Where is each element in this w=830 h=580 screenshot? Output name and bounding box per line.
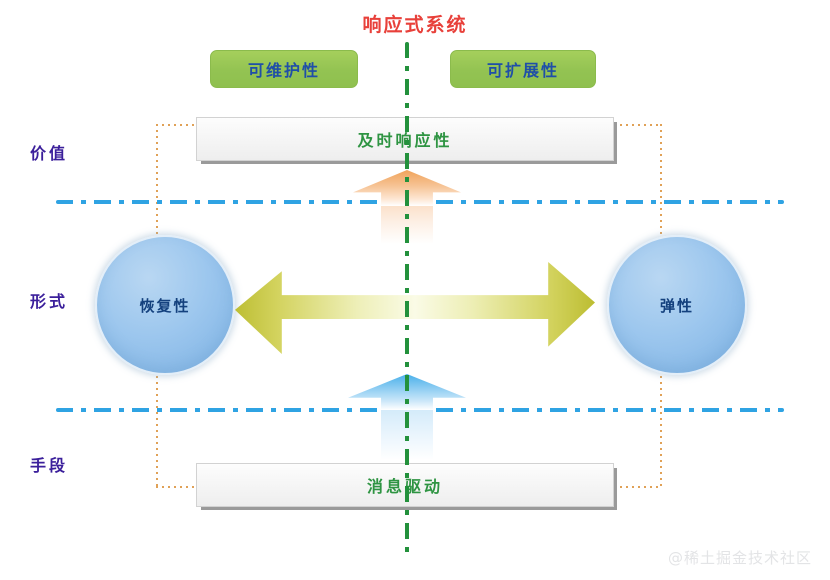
watermark: @稀土掘金技术社区 [667,549,812,567]
divider-vertical-center [405,42,409,558]
axis-label-value: 价值 [30,144,69,163]
pill-extensibility: 可扩展性 [450,50,596,88]
connector-dotted-top-right [614,124,662,126]
axis-label-form: 形式 [30,292,69,311]
bar-message-driven-label: 消息驱动 [367,473,443,497]
connector-dotted-bottom-left [156,486,198,488]
axis-label-means: 手段 [30,456,69,475]
pill-maintainability: 可维护性 [210,50,358,88]
circle-elastic-label: 弹性 [659,296,694,315]
bar-responsive-label: 及时响应性 [357,127,452,151]
connector-dotted-bottom-right [614,486,662,488]
pill-extensibility-label: 可扩展性 [486,61,559,80]
circle-resilient: 恢复性 [95,235,235,375]
pill-maintainability-label: 可维护性 [247,61,320,80]
circle-resilient-label: 恢复性 [139,296,191,315]
double-arrow-olive-icon [235,262,595,354]
page-title: 响应式系统 [362,14,468,36]
circle-elastic: 弹性 [607,235,747,375]
connector-dotted-top-left [156,124,198,126]
